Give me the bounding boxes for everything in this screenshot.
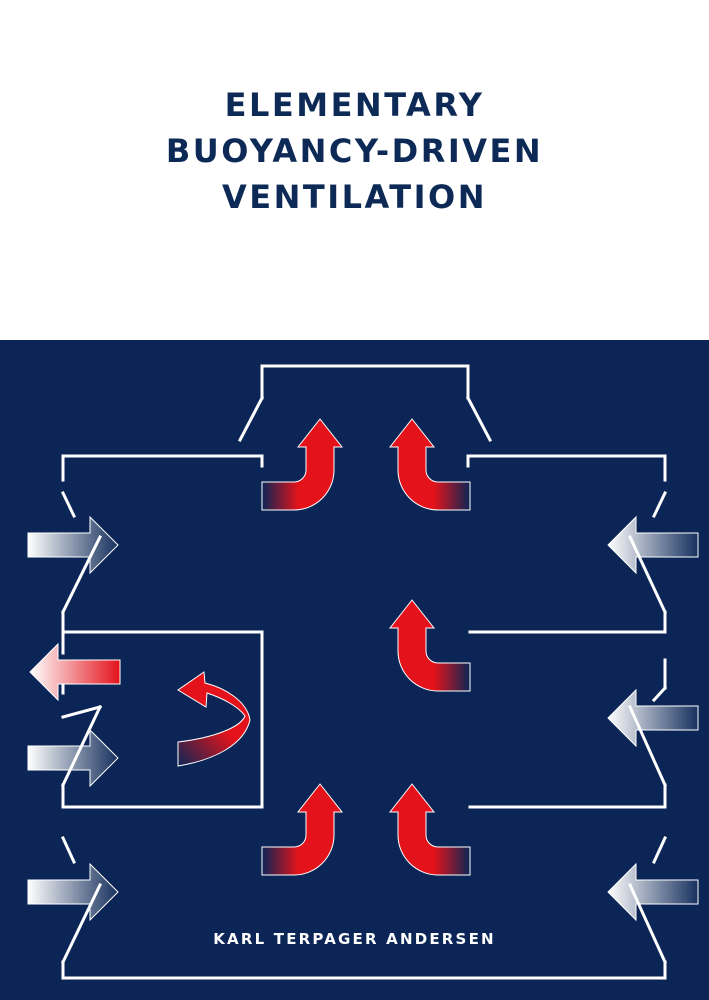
ventilation-diagram xyxy=(0,340,709,1000)
title-line-3: VENTILATION xyxy=(221,178,488,216)
outflow-arrow-left xyxy=(29,642,121,702)
book-title: ELEMENTARY BUOYANCY-DRIVEN VENTILATION xyxy=(0,82,709,220)
author-name: KARL TERPAGER ANDERSEN xyxy=(213,930,496,948)
recirculation-arrow xyxy=(177,671,251,767)
cover-illustration-panel xyxy=(0,340,709,1000)
building-outline xyxy=(60,364,668,980)
title-line-1: ELEMENTARY xyxy=(224,86,485,124)
title-line-2: BUOYANCY-DRIVEN xyxy=(165,132,544,170)
